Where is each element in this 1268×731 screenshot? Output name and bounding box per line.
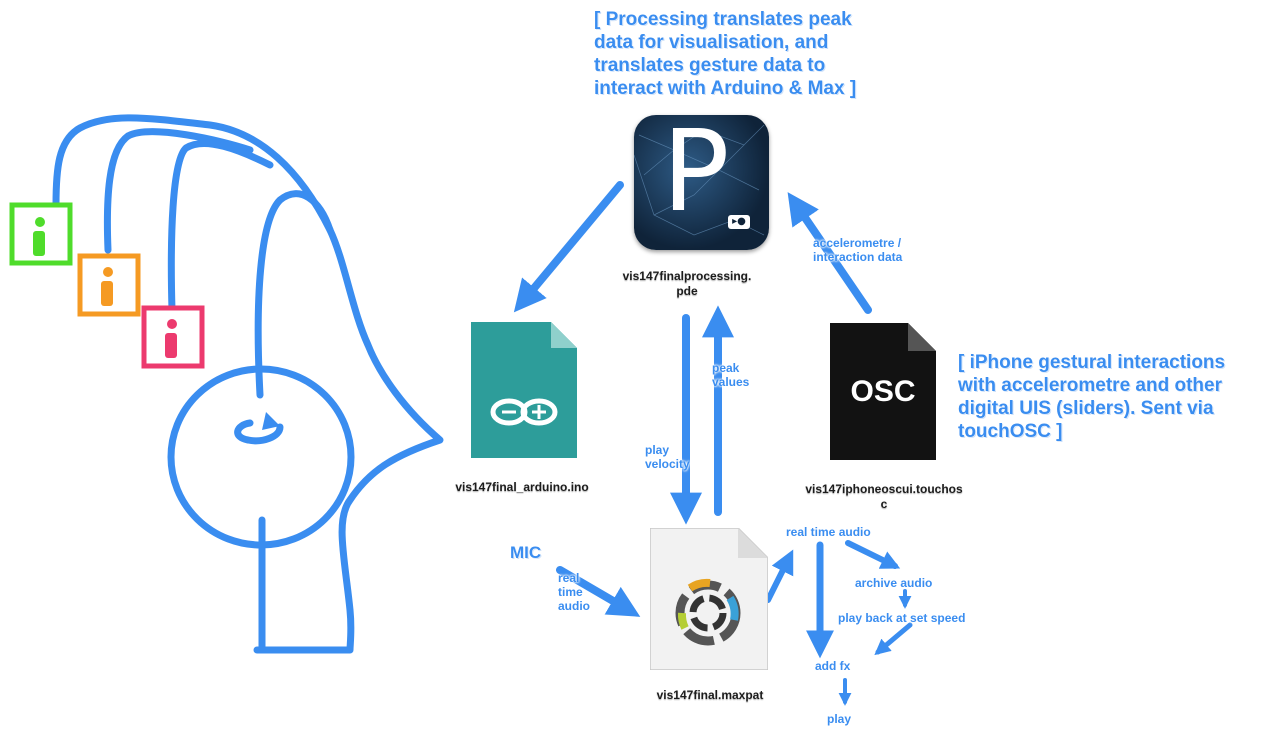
osc-label: OSC bbox=[850, 375, 916, 408]
arduino-filename: vis147final_arduino.ino bbox=[455, 480, 589, 494]
glove-sketch bbox=[52, 114, 444, 654]
max-file-shape bbox=[650, 528, 768, 670]
sensor-orange bbox=[77, 253, 141, 317]
label-play-velocity: play velocity bbox=[645, 443, 690, 471]
label-archive-audio: archive audio bbox=[855, 576, 933, 590]
arduino-icon[interactable] bbox=[471, 322, 577, 458]
arrow-osc-to-processing bbox=[787, 192, 872, 314]
osc-file-icon[interactable]: OSC bbox=[830, 323, 936, 460]
arrow-max-to-realtime bbox=[765, 549, 794, 603]
flow-arrows bbox=[513, 181, 913, 706]
arduino-file-shape bbox=[471, 322, 577, 458]
osc-filename: vis147iphoneoscui.touchosc bbox=[805, 482, 963, 511]
arrow-processing-to-arduino bbox=[513, 181, 624, 313]
arrow-playback-to-addfx bbox=[874, 622, 913, 656]
arrow-mic-to-max bbox=[556, 566, 641, 617]
max-filename: vis147final.maxpat bbox=[656, 688, 764, 702]
processing-icon[interactable]: P ▸● bbox=[634, 115, 769, 250]
max-patch-icon[interactable] bbox=[650, 528, 768, 670]
sensor-green bbox=[9, 202, 73, 266]
osc-file-shape bbox=[830, 323, 936, 460]
label-mic: MIC bbox=[510, 543, 542, 562]
label-add-fx: add fx bbox=[815, 659, 851, 673]
label-play-back: play back at set speed bbox=[838, 611, 966, 625]
processing-letter: P bbox=[662, 115, 730, 237]
label-real-time-audio-in: real time audio bbox=[558, 571, 590, 613]
processing-note: [ Processing translates peak data for vi… bbox=[594, 9, 857, 99]
label-play: play bbox=[827, 712, 852, 726]
processing-filename: vis147finalprocessing.pde bbox=[622, 269, 752, 298]
iphone-note: [ iPhone gestural interactions with acce… bbox=[958, 352, 1226, 442]
label-accelerometre: accelerometre / interaction data bbox=[813, 236, 903, 264]
label-peak-values: peak values bbox=[712, 361, 750, 389]
swirl-arrowhead bbox=[262, 412, 280, 430]
arrow-realtime-to-archive bbox=[845, 540, 901, 569]
processing-play-badge: ▸● bbox=[728, 215, 750, 229]
label-real-time-audio-out: real time audio bbox=[786, 525, 871, 539]
sensor-pink bbox=[141, 305, 205, 369]
